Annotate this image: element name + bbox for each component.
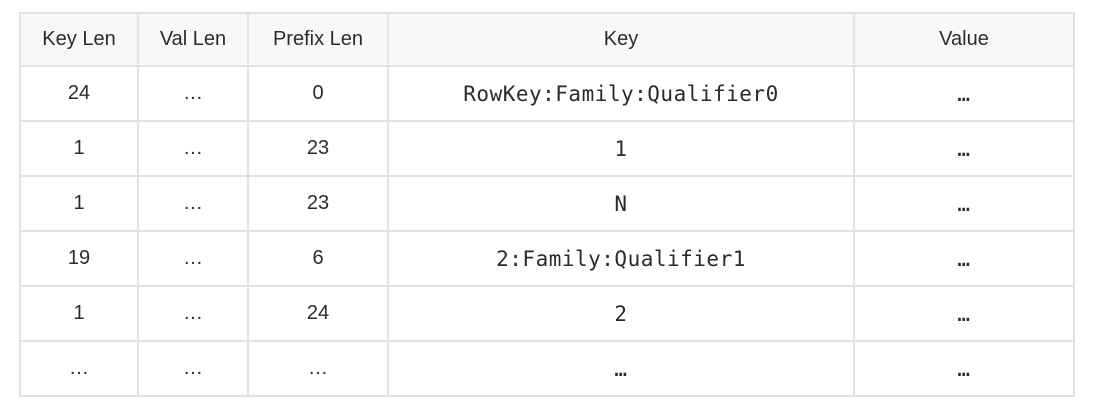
- cell-value: …: [853, 175, 1075, 232]
- cell-prefix-len: 0: [247, 65, 389, 122]
- column-header-key: Key: [387, 12, 855, 67]
- column-header-value: Value: [853, 12, 1075, 67]
- cell-prefix-len: 23: [247, 120, 389, 177]
- cell-value: …: [853, 285, 1075, 342]
- cell-key-len: 1: [19, 120, 139, 177]
- cell-key-len: 1: [19, 285, 139, 342]
- cell-value: …: [853, 120, 1075, 177]
- table-row: 19 … 6 2:Family:Qualifier1 …: [19, 230, 1075, 287]
- cell-key-len: …: [19, 340, 139, 397]
- cell-key-len: 1: [19, 175, 139, 232]
- cell-key: …: [387, 340, 855, 397]
- table-row: 1 … 23 N …: [19, 175, 1075, 232]
- cell-val-len: …: [137, 285, 249, 342]
- cell-value: …: [853, 340, 1075, 397]
- cell-value: …: [853, 230, 1075, 287]
- cell-prefix-len: 24: [247, 285, 389, 342]
- cell-key: RowKey:Family:Qualifier0: [387, 65, 855, 122]
- column-header-prefix-len: Prefix Len: [247, 12, 389, 67]
- cell-val-len: …: [137, 120, 249, 177]
- table-row: 1 … 24 2 …: [19, 285, 1075, 342]
- table-row: 1 … 23 1 …: [19, 120, 1075, 177]
- cell-val-len: …: [137, 230, 249, 287]
- cell-key: 2:Family:Qualifier1: [387, 230, 855, 287]
- prefix-encoding-table: Key Len Val Len Prefix Len Key Value 24 …: [19, 12, 1075, 397]
- cell-val-len: …: [137, 175, 249, 232]
- cell-value: …: [853, 65, 1075, 122]
- cell-key-len: 24: [19, 65, 139, 122]
- cell-key-len: 19: [19, 230, 139, 287]
- cell-prefix-len: …: [247, 340, 389, 397]
- cell-key: 2: [387, 285, 855, 342]
- cell-prefix-len: 23: [247, 175, 389, 232]
- cell-prefix-len: 6: [247, 230, 389, 287]
- cell-val-len: …: [137, 65, 249, 122]
- cell-key: N: [387, 175, 855, 232]
- column-header-key-len: Key Len: [19, 12, 139, 67]
- header-row: Key Len Val Len Prefix Len Key Value: [19, 12, 1075, 67]
- column-header-val-len: Val Len: [137, 12, 249, 67]
- table-row: 24 … 0 RowKey:Family:Qualifier0 …: [19, 65, 1075, 122]
- table-row: … … … … …: [19, 340, 1075, 397]
- cell-key: 1: [387, 120, 855, 177]
- cell-val-len: …: [137, 340, 249, 397]
